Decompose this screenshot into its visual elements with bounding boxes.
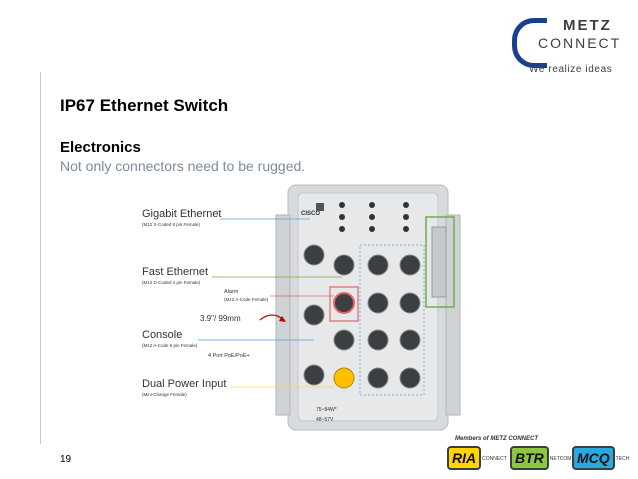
ria-mark: RIA: [447, 446, 482, 470]
ria-sub: CONNECT: [482, 455, 507, 462]
members-caption: Members of METZ CONNECT: [455, 436, 539, 442]
left-divider-line: [40, 72, 41, 444]
switch-brand: CISCO: [301, 211, 320, 217]
slide-title: IP67 Ethernet Switch: [60, 96, 229, 115]
label-power: Dual Power Input: [142, 378, 226, 390]
label-console: Console: [142, 329, 182, 341]
logo-brand-bottom: CONNECT: [538, 35, 622, 51]
label-poe: 4 Port PoE/PoE+: [208, 353, 250, 359]
label-fast: Fast Ethernet: [142, 266, 208, 278]
label-alarm: Alarm: [224, 289, 239, 295]
m12-ports: [303, 244, 425, 396]
spec-voltage: 48~57V: [316, 417, 334, 423]
switch-diagram: CISCO 75~84W* 48~57V: [142, 184, 461, 431]
btr-mark: BTR: [510, 446, 549, 470]
label-size: 3.9"/ 99mm: [200, 314, 241, 323]
mcq-mark: MCQ: [572, 446, 615, 470]
slide-subheading: Electronics: [60, 139, 141, 156]
switch-body: [275, 184, 461, 431]
status-leds: [316, 202, 409, 232]
page-number: 19: [60, 454, 72, 465]
mcq-sub: TECH: [615, 455, 630, 462]
btr-sub: NETCOM: [549, 455, 572, 462]
logo-c-mark: [512, 18, 547, 68]
arrow-head-icon: [279, 316, 286, 322]
logo-brand-top: METZ: [563, 17, 612, 34]
spec-power: 75~84W*: [316, 407, 337, 413]
metz-connect-logo: METZ CONNECT We realize ideas: [512, 14, 628, 76]
slide-subtext: Not only connectors need to be rugged.: [60, 158, 306, 174]
label-console-sub: (M12 A-Code 5 pin Female): [142, 343, 198, 348]
logo-slogan: We realize ideas: [529, 64, 613, 75]
label-power-sub: (Mini-Change Female): [142, 392, 187, 397]
callout-lines: [198, 218, 342, 388]
label-fast-sub: (M12 D-Coded 4 pin Female): [142, 280, 201, 285]
label-gigabit: Gigabit Ethernet: [142, 208, 222, 220]
label-gigabit-sub: (M12 X-Coded 8 pin Female): [142, 222, 201, 227]
label-alarm-sub: (M12 A-Code Female): [224, 297, 269, 302]
